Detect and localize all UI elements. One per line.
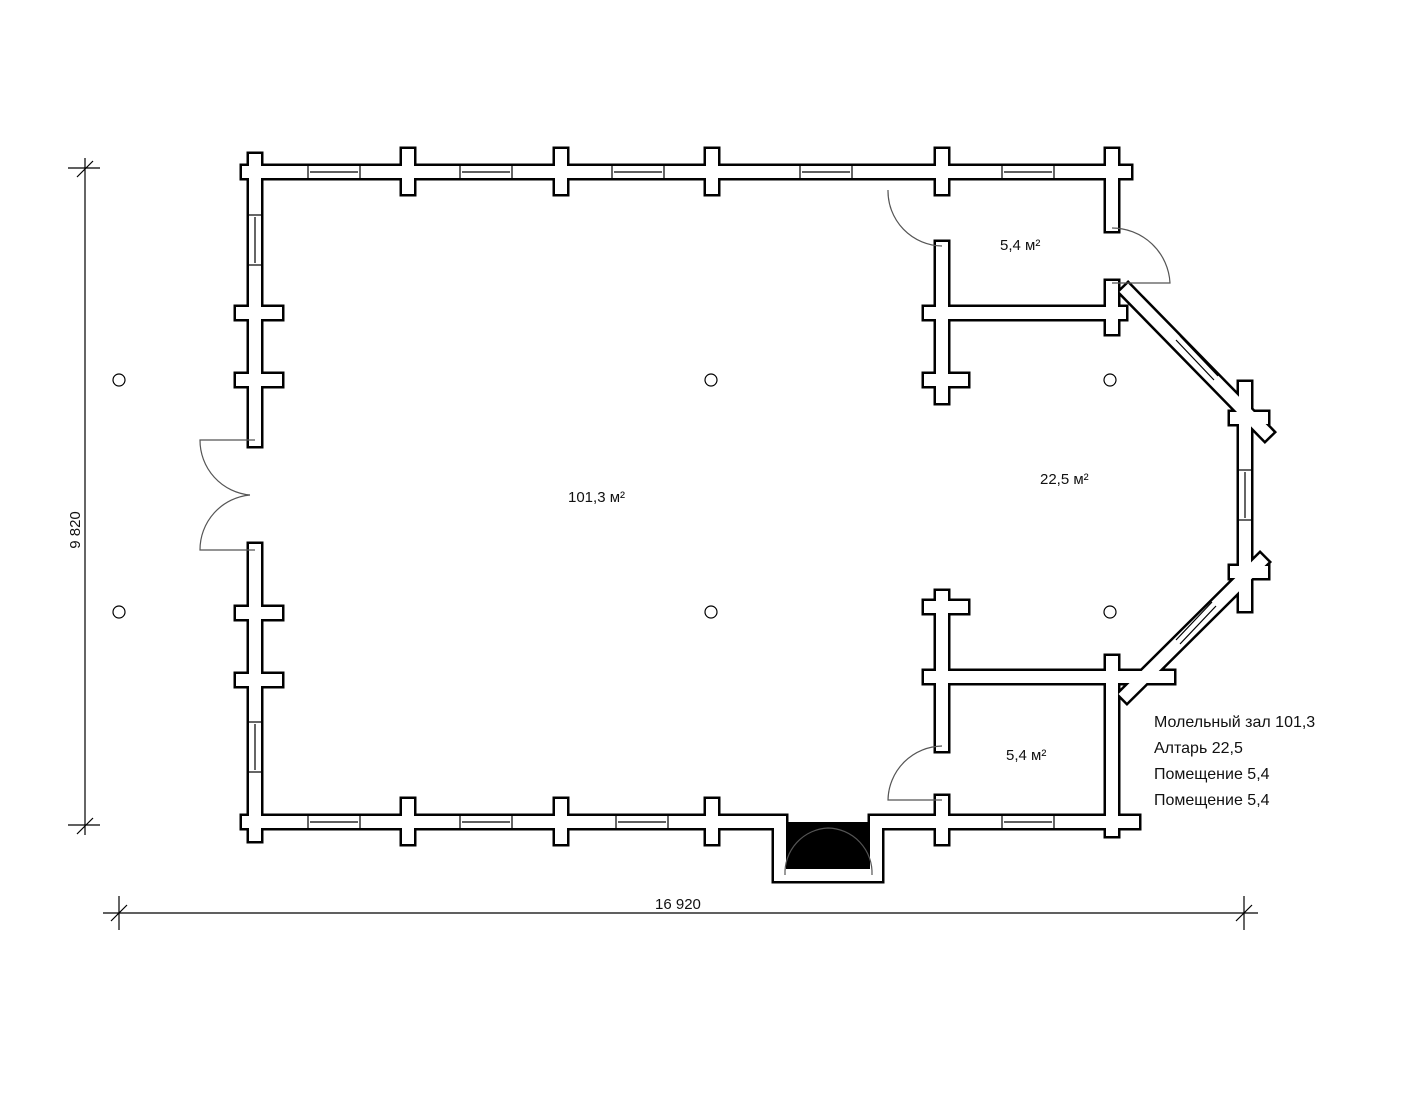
room-area-bottom: 5,4 м² [1006, 747, 1046, 764]
legend-item: Помещение 5,4 [1154, 792, 1270, 809]
legend-item: Алтарь 22,5 [1154, 740, 1243, 757]
legend-item: Молельный зал 101,3 [1154, 714, 1316, 731]
windows [247, 164, 1253, 830]
room-legend: Молельный зал 101,3 Алтарь 22,5 Помещени… [1154, 710, 1315, 814]
dimension-lines [68, 158, 1258, 930]
room-area-top: 5,4 м² [1000, 237, 1040, 254]
column-markers [112, 373, 1117, 619]
room-area-hall: 101,3 м² [568, 489, 625, 506]
room-area-altar: 22,5 м² [1040, 471, 1089, 488]
dimension-height: 9 820 [67, 511, 84, 549]
door-swings [199, 189, 1171, 876]
wall-fill [236, 149, 1274, 881]
legend-item: Помещение 5,4 [1154, 766, 1270, 783]
dimension-width: 16 920 [655, 896, 701, 913]
